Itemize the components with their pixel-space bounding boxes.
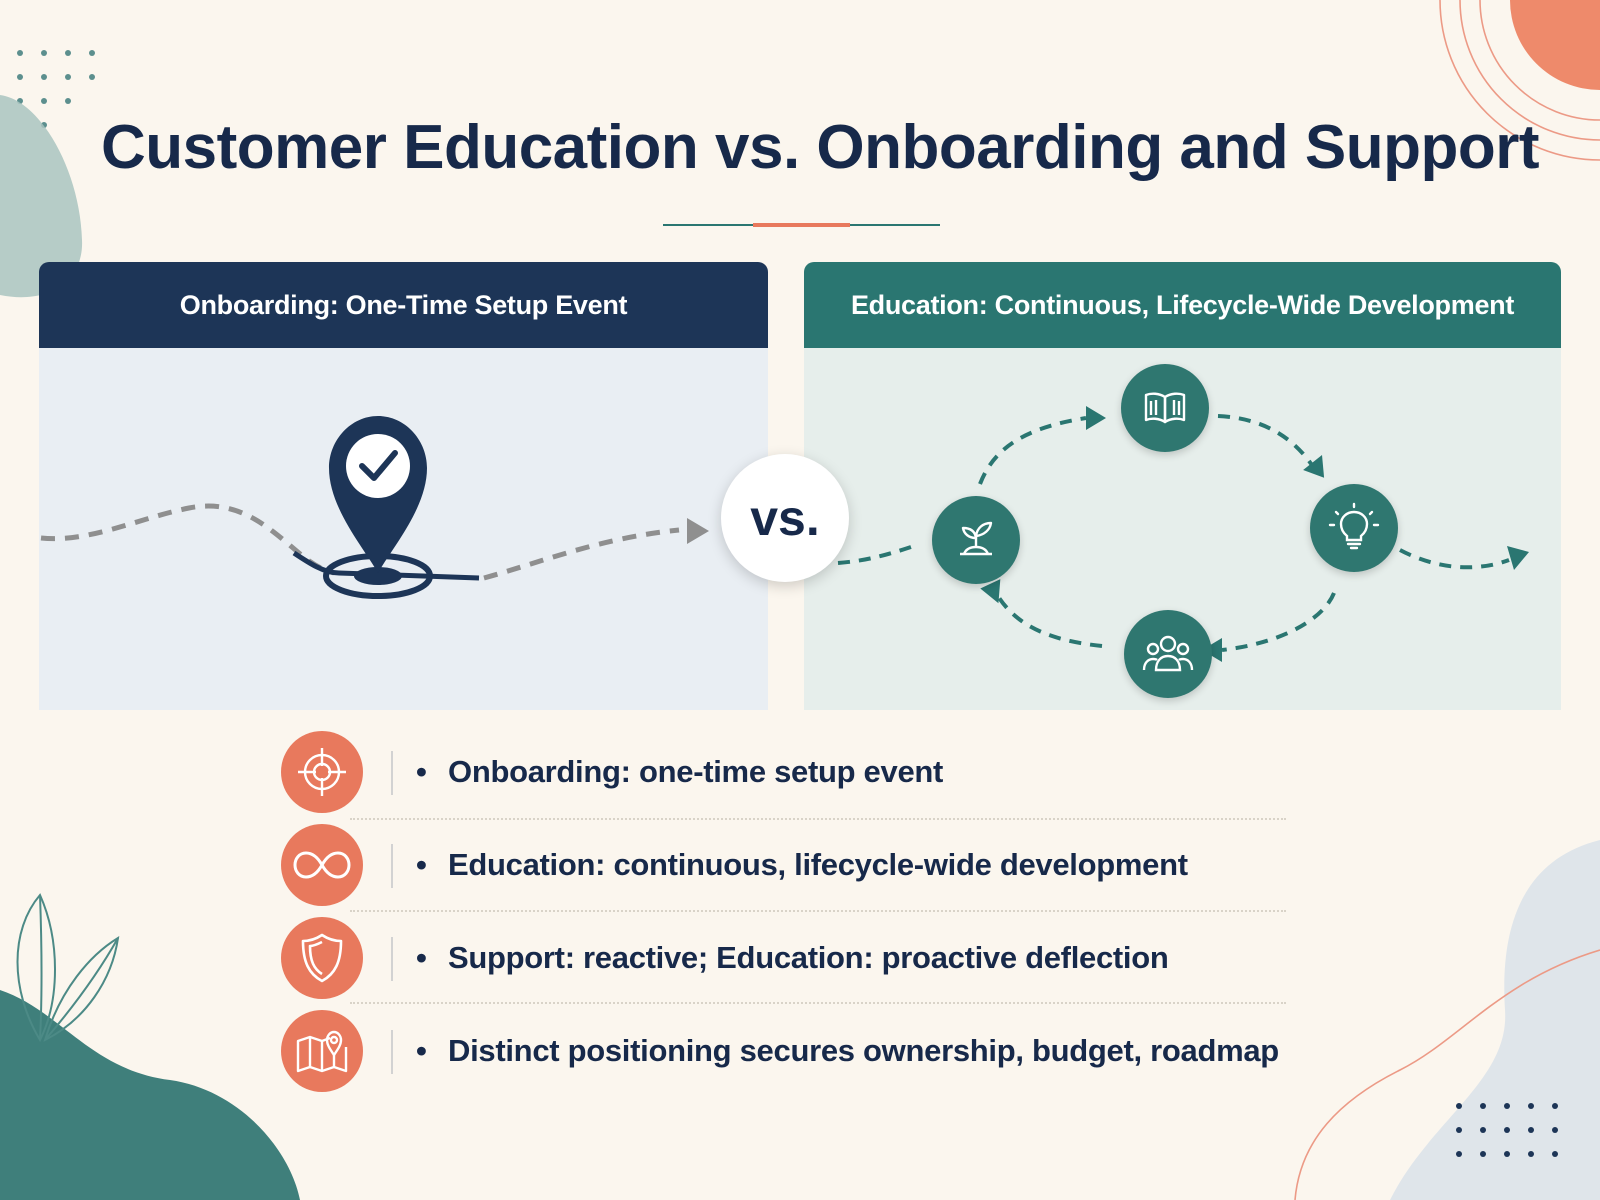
list-item: •Onboarding: one-time setup event <box>416 754 944 789</box>
education-cycle-arrows <box>837 406 1529 662</box>
onboarding-panel-header: Onboarding: One-Time Setup Event <box>39 262 768 348</box>
education-panel <box>804 348 1561 710</box>
list-item: •Distinct positioning secures ownership,… <box>416 1033 1279 1068</box>
row-divider <box>391 751 393 795</box>
book-icon <box>1121 364 1209 452</box>
vs-badge: vs. <box>721 454 849 582</box>
arcs-top-right <box>1439 0 1600 161</box>
onboarding-panel <box>39 348 768 710</box>
people-icon <box>1124 610 1212 698</box>
row-divider <box>391 937 393 981</box>
row-separator <box>350 910 1286 912</box>
dot-grid-bottom-right <box>1456 1103 1558 1157</box>
blob-bottom-left <box>0 990 300 1200</box>
education-panel-header: Education: Continuous, Lifecycle-Wide De… <box>804 262 1561 348</box>
leaf-sprig-icon <box>16 893 120 1043</box>
blob-top-left <box>0 95 83 298</box>
list-item: •Education: continuous, lifecycle-wide d… <box>416 847 1188 882</box>
row-divider <box>391 844 393 888</box>
onboarding-path-illustration <box>40 416 709 599</box>
row-divider <box>391 1030 393 1074</box>
lightbulb-icon <box>1310 484 1398 572</box>
row-separator <box>350 818 1286 820</box>
list-item: •Support: reactive; Education: proactive… <box>416 940 1169 975</box>
page-title: Customer Education vs. Onboarding and Su… <box>100 113 1540 182</box>
curve-bottom-right <box>1294 949 1600 1200</box>
row-separator <box>350 1002 1286 1004</box>
sprout-icon <box>932 496 1020 584</box>
location-pin-check-icon <box>323 416 433 599</box>
infinity-icon <box>281 824 363 906</box>
blob-bottom-right <box>1390 840 1600 1200</box>
shield-icon <box>281 917 363 999</box>
target-icon <box>281 731 363 813</box>
map-pin-icon <box>281 1010 363 1092</box>
dot-grid-top-left <box>17 50 95 128</box>
